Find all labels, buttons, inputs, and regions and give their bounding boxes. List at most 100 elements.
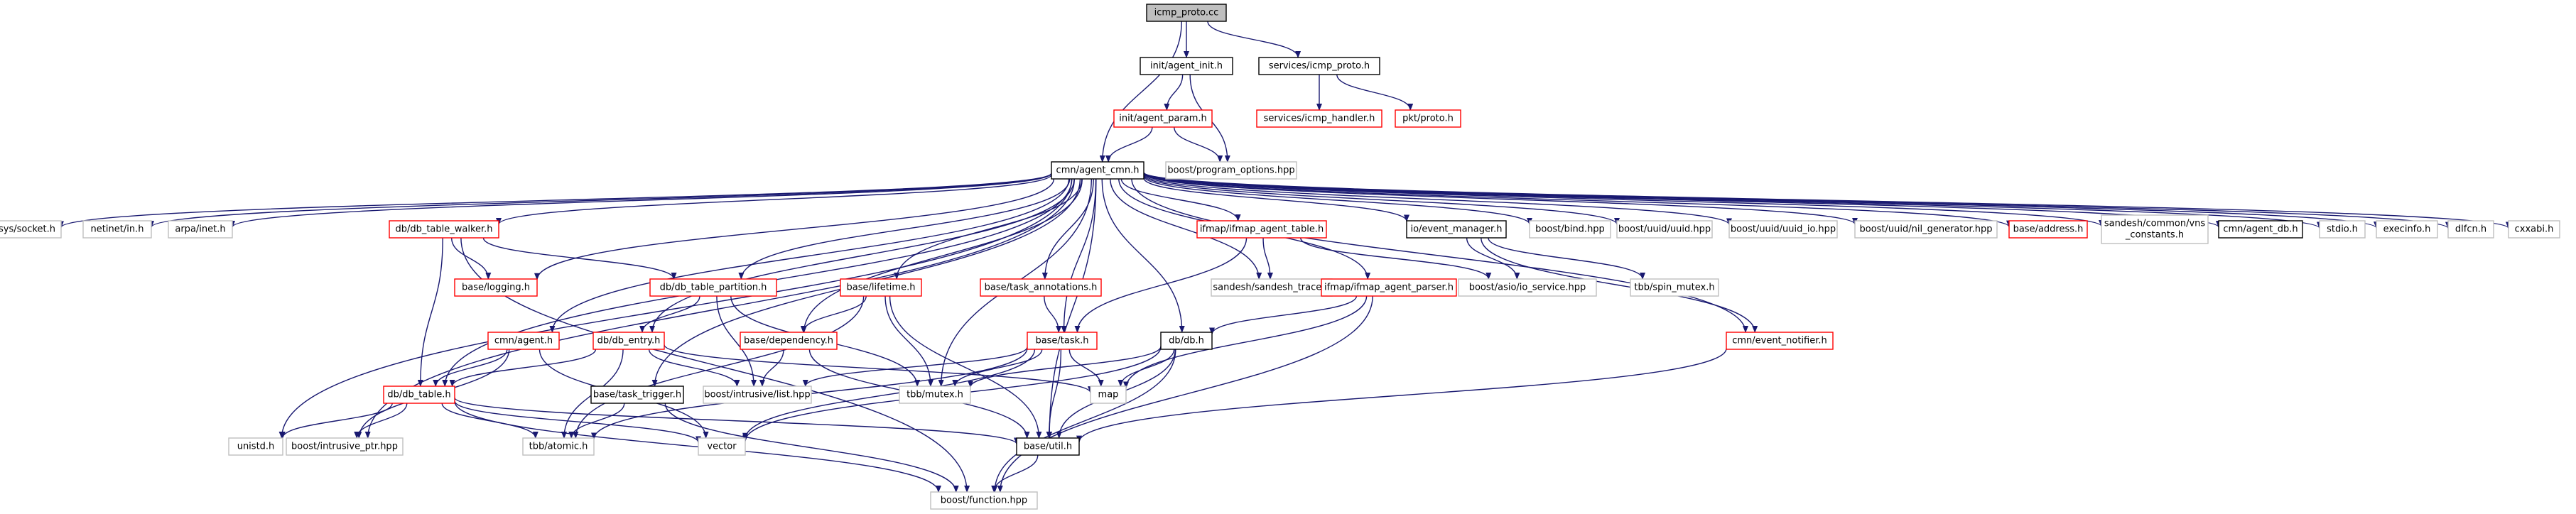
node-intrusive-ptr-hpp: boost/intrusive_ptr.hpp bbox=[286, 437, 404, 456]
node-label: boost/program_options.hpp bbox=[1167, 165, 1294, 176]
edge-agent_cmn_h-to-cmn_agent_h bbox=[549, 178, 1070, 333]
node-label: io/event_manager.h bbox=[1410, 224, 1502, 235]
node-label: sandesh/common/vns bbox=[2104, 219, 2206, 229]
edge-icmp_proto_cc-to-services_icmp_proto_h bbox=[1207, 21, 1301, 58]
edge-agent_cmn_h-to-base_address_h bbox=[1143, 173, 2012, 228]
node-box bbox=[168, 220, 233, 239]
edge-ifmap_agent_table_h-to-base_task_h bbox=[1074, 237, 1248, 333]
node-task-trigger-h[interactable]: base/task_trigger.h bbox=[590, 386, 684, 404]
node-task-annotations-h[interactable]: base/task_annotations.h bbox=[980, 278, 1102, 297]
edge-base_lifetime_h-to-base_util_h bbox=[889, 295, 1042, 439]
node-box bbox=[1211, 278, 1333, 297]
edge-agent_cmn_h-to-cxxabi_h bbox=[1143, 172, 2511, 229]
node-pkt-proto-h[interactable]: pkt/proto.h bbox=[1395, 109, 1461, 128]
edge-agent_cmn_h-to-db_db_h bbox=[1101, 178, 1185, 333]
edge-agent_cmn_h-to-agent_db_h bbox=[1143, 172, 2221, 229]
node-program-options-hpp: boost/program_options.hpp bbox=[1165, 161, 1297, 180]
node-stdio-h: stdio.h bbox=[2319, 220, 2366, 239]
node-db-db-h[interactable]: db/db.h bbox=[1160, 332, 1213, 350]
node-agent-db-h[interactable]: cmn/agent_db.h bbox=[2218, 220, 2303, 239]
node-box bbox=[703, 386, 812, 404]
node-box bbox=[899, 386, 971, 404]
node-label: base/dependency.h bbox=[744, 336, 833, 346]
node-label: boost/function.hpp bbox=[941, 496, 1027, 506]
node-box bbox=[1113, 109, 1213, 128]
node-box bbox=[840, 278, 922, 297]
node-unistd-h: unistd.h bbox=[228, 437, 283, 456]
edge-base_util_h-to-boost_function_hpp bbox=[991, 454, 1039, 493]
node-base-dependency-h[interactable]: base/dependency.h bbox=[740, 332, 838, 350]
node-box bbox=[1854, 220, 1998, 239]
node-label: sys/socket.h bbox=[0, 224, 55, 235]
edge-base_task_h-to-intrusive_list_hpp bbox=[802, 346, 1028, 387]
node-services-icmp-handler-h[interactable]: services/icmp_handler.h bbox=[1256, 109, 1382, 128]
edge-base_lifetime_h-to-tbb_atomic_h bbox=[573, 295, 865, 439]
node-box bbox=[740, 332, 838, 350]
node-label: boost/intrusive_ptr.hpp bbox=[291, 442, 398, 452]
edge-task_annotations_h-to-base_task_h bbox=[1044, 295, 1062, 333]
node-box bbox=[930, 491, 1038, 510]
edge-ifmap_agent_parser_h-to-db_db_h bbox=[1209, 295, 1358, 335]
edge-io_event_manager_h-to-asio_io_service_hpp bbox=[1466, 237, 1520, 280]
node-ifmap-agent-table-h[interactable]: ifmap/ifmap_agent_table.h bbox=[1196, 220, 1327, 239]
node-box bbox=[383, 386, 455, 404]
node-box bbox=[1630, 278, 1719, 297]
node-box bbox=[2447, 220, 2494, 239]
node-box bbox=[2008, 220, 2088, 239]
node-label: boost/asio/io_service.hpp bbox=[1469, 283, 1586, 293]
node-base-lifetime-h[interactable]: base/lifetime.h bbox=[840, 278, 922, 297]
edge-ifmap_agent_table_h-to-sandesh_trace_h bbox=[1262, 237, 1273, 280]
node-db-entry-h[interactable]: db/db_entry.h bbox=[592, 332, 665, 350]
node-agent-cmn-h[interactable]: cmn/agent_cmn.h bbox=[1051, 161, 1144, 180]
node-boost-function-hpp: boost/function.hpp bbox=[930, 491, 1038, 510]
node-label: cmn/agent_cmn.h bbox=[1056, 165, 1140, 176]
node-vns-constants: sandesh/common/vns_constants.h bbox=[2101, 214, 2209, 244]
edge-db_table_partition_h-to-intrusive_list_hpp bbox=[716, 295, 757, 387]
edge-agent_cmn_h-to-base_task_h bbox=[1061, 178, 1097, 333]
node-base-address-h[interactable]: base/address.h bbox=[2008, 220, 2088, 239]
edge-db_entry_h-to-map bbox=[664, 344, 1093, 394]
node-box bbox=[522, 437, 595, 456]
node-label: map bbox=[1098, 390, 1119, 400]
edge-base_task_h-to-tbb_mutex_h bbox=[952, 349, 1043, 387]
node-box bbox=[698, 437, 746, 456]
node-label: sandesh/sandesh_trace.h bbox=[1213, 283, 1330, 293]
node-ifmap-agent-parser-h[interactable]: ifmap/ifmap_agent_parser.h bbox=[1321, 278, 1457, 297]
edge-agent_cmn_h-to-uuid_io_hpp bbox=[1143, 173, 1732, 226]
edge-agent_cmn_h-to-db_table_partition_h bbox=[738, 178, 1071, 280]
node-label: base/task_annotations.h bbox=[985, 283, 1098, 293]
node-box bbox=[1258, 57, 1380, 75]
node-box bbox=[2508, 220, 2560, 239]
node-box bbox=[1027, 332, 1098, 350]
node-label: boost/bind.hpp bbox=[1535, 224, 1605, 235]
edge-db_table_h-to-intrusive_ptr_hpp bbox=[354, 403, 408, 439]
edge-db_db_h-to-boost_function_hpp bbox=[992, 349, 1176, 493]
node-asio-io-service-hpp: boost/asio/io_service.hpp bbox=[1458, 278, 1597, 297]
node-label: cmn/agent.h bbox=[494, 336, 553, 346]
node-services-icmp-proto-h[interactable]: services/icmp_proto.h bbox=[1258, 57, 1380, 75]
node-cmn-agent-h[interactable]: cmn/agent.h bbox=[487, 332, 560, 350]
node-label: stdio.h bbox=[2327, 224, 2358, 235]
node-box bbox=[1395, 109, 1461, 128]
node-box bbox=[2101, 214, 2209, 244]
edge-ifmap_agent_parser_h-to-boost_function_hpp bbox=[997, 295, 1373, 493]
node-intrusive-list-hpp: boost/intrusive/list.hpp bbox=[703, 386, 812, 404]
edge-cmn_agent_h-to-db_table_h bbox=[433, 349, 508, 387]
node-io-event-manager-h[interactable]: io/event_manager.h bbox=[1406, 220, 1507, 239]
node-base-logging-h[interactable]: base/logging.h bbox=[454, 278, 538, 297]
node-box bbox=[454, 278, 538, 297]
node-event-notifier-h[interactable]: cmn/event_notifier.h bbox=[1726, 332, 1834, 350]
node-label: cmn/agent_db.h bbox=[2223, 224, 2298, 235]
edge-io_event_manager_h-to-event_notifier_h bbox=[1481, 237, 1758, 333]
node-tbb-mutex-h: tbb/mutex.h bbox=[899, 386, 971, 404]
node-db-table-h[interactable]: db/db_table.h bbox=[383, 386, 455, 404]
node-box bbox=[1256, 109, 1382, 128]
node-base-util-h[interactable]: base/util.h bbox=[1016, 437, 1080, 456]
edge-agent_cmn_h-to-base_logging_h bbox=[534, 178, 1055, 280]
node-db-table-partition-h[interactable]: db/db_table_partition.h bbox=[649, 278, 777, 297]
edge-agent_cmn_h-to-vns_constants bbox=[1143, 173, 2104, 227]
node-db-table-walker-h[interactable]: db/db_table_walker.h bbox=[389, 220, 499, 239]
node-agent-param-h[interactable]: init/agent_param.h bbox=[1113, 109, 1213, 128]
node-base-task-h[interactable]: base/task.h bbox=[1027, 332, 1098, 350]
node-agent-init-h[interactable]: init/agent_init.h bbox=[1140, 57, 1233, 75]
